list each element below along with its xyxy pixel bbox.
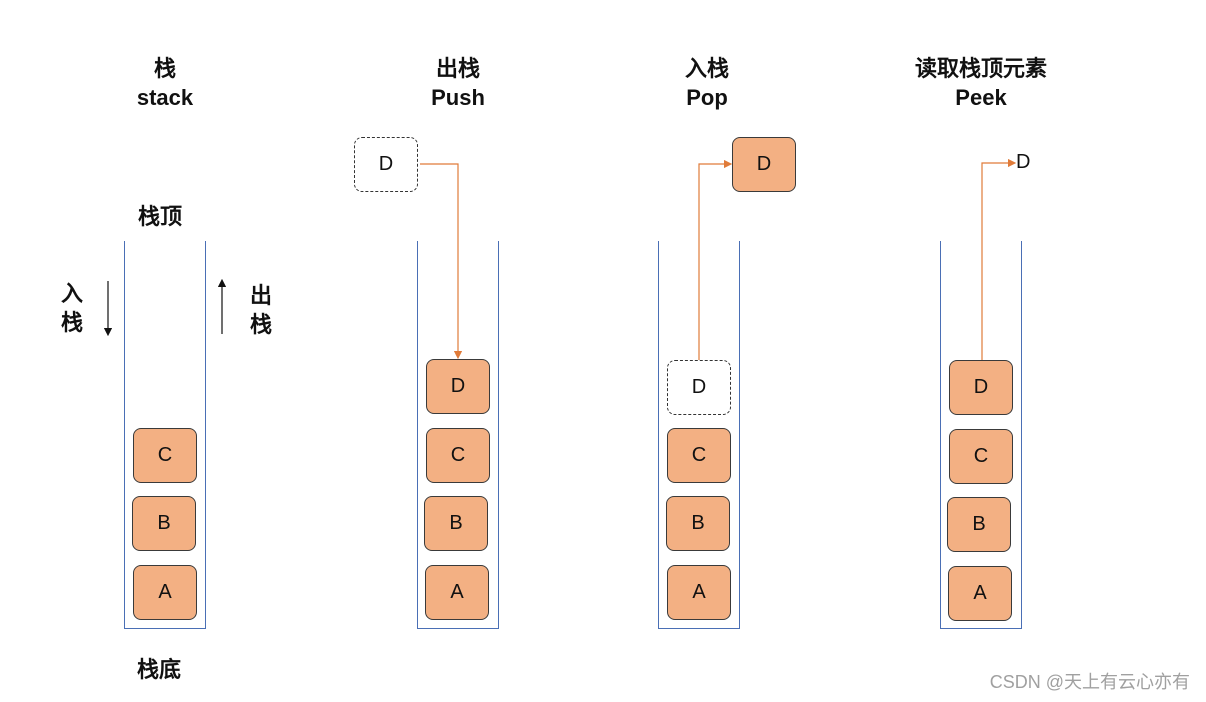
peek-path-arrow — [981, 158, 1017, 360]
peek-block-d: D — [949, 360, 1013, 415]
peek-read-value-d: D — [1016, 151, 1031, 173]
peek-container — [940, 241, 1022, 629]
pop-removed-block-d: D — [732, 137, 796, 192]
stack-block-b: B — [132, 496, 196, 551]
push-direction-label: 入栈 — [60, 281, 83, 335]
watermark: CSDN @天上有云心亦有 — [989, 672, 1190, 692]
stack-bottom-label: 栈底 — [137, 657, 182, 682]
peek-block-b: B — [947, 497, 1011, 552]
stack-block-a: A — [133, 565, 197, 620]
title-peek-cn: 读取栈顶元素 — [914, 56, 1047, 81]
pop-block-a: A — [667, 565, 731, 620]
stack-container — [124, 241, 206, 629]
stack-block-c: C — [133, 428, 197, 483]
push-block-d: D — [426, 359, 490, 414]
title-stack-cn: 栈 — [153, 56, 176, 81]
push-block-b: B — [424, 496, 488, 551]
push-path-arrow — [420, 163, 463, 360]
peek-block-c: C — [949, 429, 1013, 484]
push-block-c: C — [426, 428, 490, 483]
push-block-a: A — [425, 565, 489, 620]
title-peek-en: Peek — [955, 85, 1007, 110]
pop-block-b: B — [666, 496, 730, 551]
title-push-cn: 出栈 — [435, 56, 480, 81]
title-peek: 读取栈顶元素 Peek — [871, 54, 1091, 112]
title-stack-en: stack — [136, 85, 194, 110]
title-push-en: Push — [431, 85, 485, 110]
title-pop-en: Pop — [686, 85, 728, 110]
pop-direction-label: 出栈 — [249, 283, 272, 337]
stack-top-label: 栈顶 — [138, 204, 183, 229]
title-pop-cn: 入栈 — [684, 56, 729, 81]
pop-container — [658, 241, 740, 629]
peek-block-a: A — [948, 566, 1012, 621]
pop-block-c: C — [667, 428, 731, 483]
pop-ghost-block-d: D — [667, 360, 731, 415]
pop-path-arrow — [698, 159, 733, 360]
title-stack: 栈 stack — [55, 54, 275, 112]
push-incoming-block-d: D — [354, 137, 418, 192]
title-pop: 入栈 Pop — [597, 54, 817, 112]
title-push: 出栈 Push — [348, 54, 568, 112]
push-container — [417, 241, 499, 629]
